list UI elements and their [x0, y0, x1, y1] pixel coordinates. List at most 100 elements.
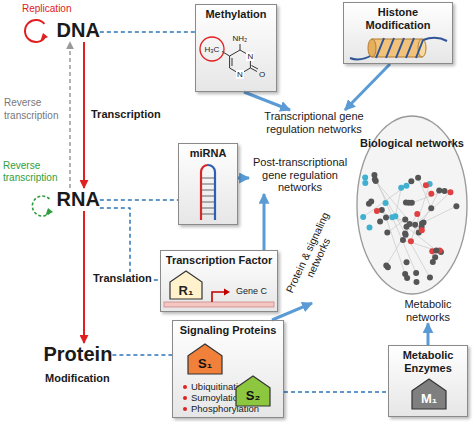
network-link	[395, 188, 401, 216]
pentagon-outline	[412, 379, 446, 409]
network-link	[363, 186, 406, 217]
molecule-pentagon: S₁	[187, 343, 223, 375]
network-dot	[398, 185, 404, 191]
network-link	[392, 217, 422, 230]
network-dot	[383, 200, 389, 206]
network-dot	[428, 191, 434, 197]
molecule-pentagon: S₂	[235, 375, 271, 407]
box-title: Metabolic Enzymes	[391, 349, 465, 375]
box-title: miRNA	[181, 147, 235, 160]
box-title: Histone Modification	[346, 6, 450, 32]
node-label: DNA	[57, 19, 100, 42]
molecule-pentagon: R₁	[169, 270, 203, 300]
box-fill	[343, 2, 453, 64]
edge-label: Reverse transcription	[3, 96, 69, 122]
network-dot	[419, 227, 425, 233]
node-text: Protein & signaling networks	[281, 207, 343, 303]
bullet-dot	[183, 396, 187, 400]
node-label: Post-transcriptional gene regulation net…	[249, 156, 351, 194]
network-dot	[368, 198, 374, 204]
connector	[69, 42, 71, 188]
node-text: Transcriptional gene regulation networks	[259, 110, 369, 135]
chemical-label: N	[246, 52, 254, 61]
box-fill	[178, 143, 238, 225]
network-dot	[362, 180, 368, 186]
network-dot	[412, 222, 418, 228]
network-dot	[377, 218, 383, 224]
network-dot	[407, 221, 413, 227]
node-text: Post-transcriptional gene regulation net…	[249, 156, 351, 194]
network-dot	[413, 270, 419, 276]
network-dot	[360, 214, 366, 220]
pentagon-text: R₁	[169, 283, 203, 298]
box-title: Signaling Proteins	[175, 324, 281, 337]
network-dot	[408, 238, 414, 244]
connector	[238, 177, 249, 180]
network-link	[406, 227, 436, 251]
network-dot	[442, 188, 448, 194]
chemical-label: NH₂	[233, 34, 248, 43]
network-link	[387, 220, 405, 233]
network-dot	[432, 254, 438, 260]
ellipse-fill	[356, 115, 468, 295]
network-dot	[428, 205, 434, 211]
node-text: RNA	[57, 188, 100, 211]
network-dots	[360, 172, 459, 285]
node-label: Metabolic networks	[387, 298, 469, 323]
network-dot	[453, 203, 459, 209]
network-link	[375, 179, 430, 277]
ellipse-title: Biological networks	[356, 137, 468, 150]
box-fill	[160, 250, 278, 312]
box-title: Methylation	[198, 8, 274, 21]
network-dot	[423, 182, 429, 188]
network-link	[386, 214, 417, 265]
pentagon-outline	[170, 271, 202, 299]
network-ellipse: Biological networks	[356, 115, 468, 295]
network-dot	[415, 175, 421, 181]
connector	[100, 199, 178, 201]
connector	[100, 31, 195, 33]
bullet-dot	[183, 385, 187, 389]
network-dot	[374, 208, 380, 214]
network-dot	[371, 172, 377, 178]
node-text: Metabolic networks	[387, 298, 469, 323]
network-dot	[413, 279, 419, 285]
molecule-pentagon: M₁	[411, 378, 447, 410]
connector	[263, 194, 266, 250]
node-text: DNA	[57, 19, 100, 42]
network-link	[415, 192, 450, 225]
connector	[83, 211, 85, 343]
connector	[272, 303, 312, 320]
node-label: Transcriptional gene regulation networks	[259, 110, 369, 135]
network-dot	[414, 211, 420, 217]
loop-head	[46, 208, 54, 216]
network-dot	[406, 200, 412, 206]
component-box: Transcription FactorR₁	[160, 250, 278, 312]
component-box: Signaling ProteinsUbiquitinationSumoylat…	[172, 320, 284, 418]
network-dot	[383, 214, 389, 220]
pentagon-text: M₁	[411, 391, 447, 406]
network-dot	[402, 217, 408, 223]
network-dot	[447, 189, 453, 195]
network-dot	[403, 183, 409, 189]
chemical-label: H₃C	[205, 45, 220, 54]
network-dot	[383, 262, 389, 268]
promoter-head	[224, 289, 230, 296]
edge-label: Modification	[44, 372, 111, 385]
network-link	[376, 181, 419, 233]
node-label: RNA	[57, 188, 100, 211]
connector	[284, 391, 388, 393]
pentagon-text: S₂	[235, 388, 271, 403]
network-dot	[427, 275, 433, 281]
network-dot	[400, 237, 406, 243]
network-link	[374, 175, 416, 273]
network-dot	[367, 224, 373, 230]
network-dot	[389, 214, 395, 220]
pentagon-text: S₁	[187, 356, 223, 371]
node-label: Protein & signaling networks	[281, 207, 343, 303]
network-dot	[362, 174, 368, 180]
connector	[427, 323, 430, 345]
nucleosome	[350, 38, 447, 60]
pentagon-outline	[188, 344, 222, 374]
